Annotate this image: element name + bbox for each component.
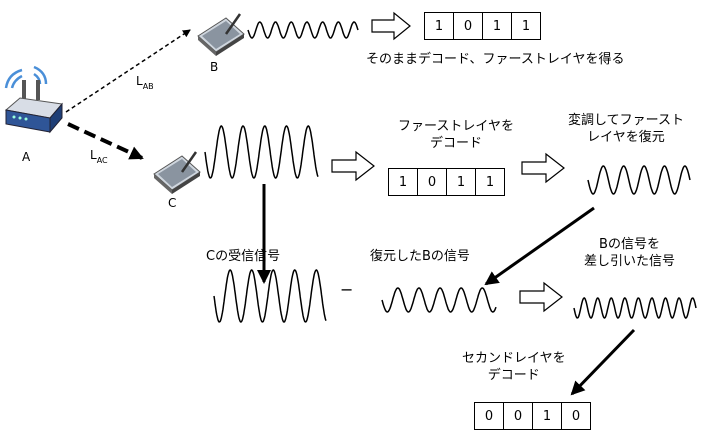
caption-restored: 復元したBの信号: [370, 249, 470, 264]
caption-second-decode: セカンドレイヤをデコード: [462, 351, 566, 383]
bit-cell: 0: [454, 13, 483, 39]
caption-subtracted: Bの信号を差し引いた信号: [584, 237, 676, 269]
wave-remodulated: [587, 165, 691, 195]
bit-cell: 0: [475, 403, 504, 429]
bit-cell: 1: [533, 403, 562, 429]
link-ab-arrow: [65, 29, 191, 113]
node-a-label: A: [22, 150, 31, 164]
arrow-remod-to-restored: [484, 206, 595, 286]
node-b-label: B: [210, 60, 219, 74]
hollow-arrow-c-decode: [331, 150, 375, 182]
caption-received: Cの受信信号: [206, 249, 281, 264]
minus-sign: −: [340, 280, 354, 299]
bit-cell: 1: [447, 169, 476, 195]
tablet-b-icon: [197, 13, 245, 56]
wave-b-received: [247, 21, 359, 39]
router-a-icon: [4, 65, 63, 134]
wave-c-received: [204, 125, 319, 179]
bit-cell: 1: [389, 169, 418, 195]
bit-cell: 1: [483, 13, 512, 39]
wave-subtracted: [573, 297, 697, 319]
caption-b-decode: そのままデコード、ファーストレイヤを得る: [366, 52, 625, 67]
wave-c-received-copy: [213, 269, 327, 323]
tablet-c-icon: [153, 151, 201, 194]
bit-cell: 1: [521, 18, 531, 34]
hollow-arrow-remod: [521, 152, 565, 184]
hollow-arrow-b-decode: [371, 11, 411, 41]
wave-b-restored: [381, 287, 497, 313]
caption-c-decode: ファーストレイヤをデコード: [398, 119, 514, 151]
link-ab-label: LAB: [136, 74, 154, 91]
link-ac-label: LAC: [90, 148, 108, 165]
node-c-label: C: [168, 196, 177, 210]
bit-cell: 0: [418, 169, 447, 195]
bit-cell: 0: [504, 403, 533, 429]
caption-remodulate: 変調してファーストレイヤを復元: [568, 113, 684, 145]
bit-cell: 1: [425, 13, 454, 39]
bit-cell: 1: [485, 174, 495, 190]
hollow-arrow-subtract: [519, 281, 563, 313]
bit-cell: 0: [571, 408, 581, 424]
link-ac-arrow: [67, 122, 144, 160]
arrow-to-second-decode: [570, 328, 636, 396]
